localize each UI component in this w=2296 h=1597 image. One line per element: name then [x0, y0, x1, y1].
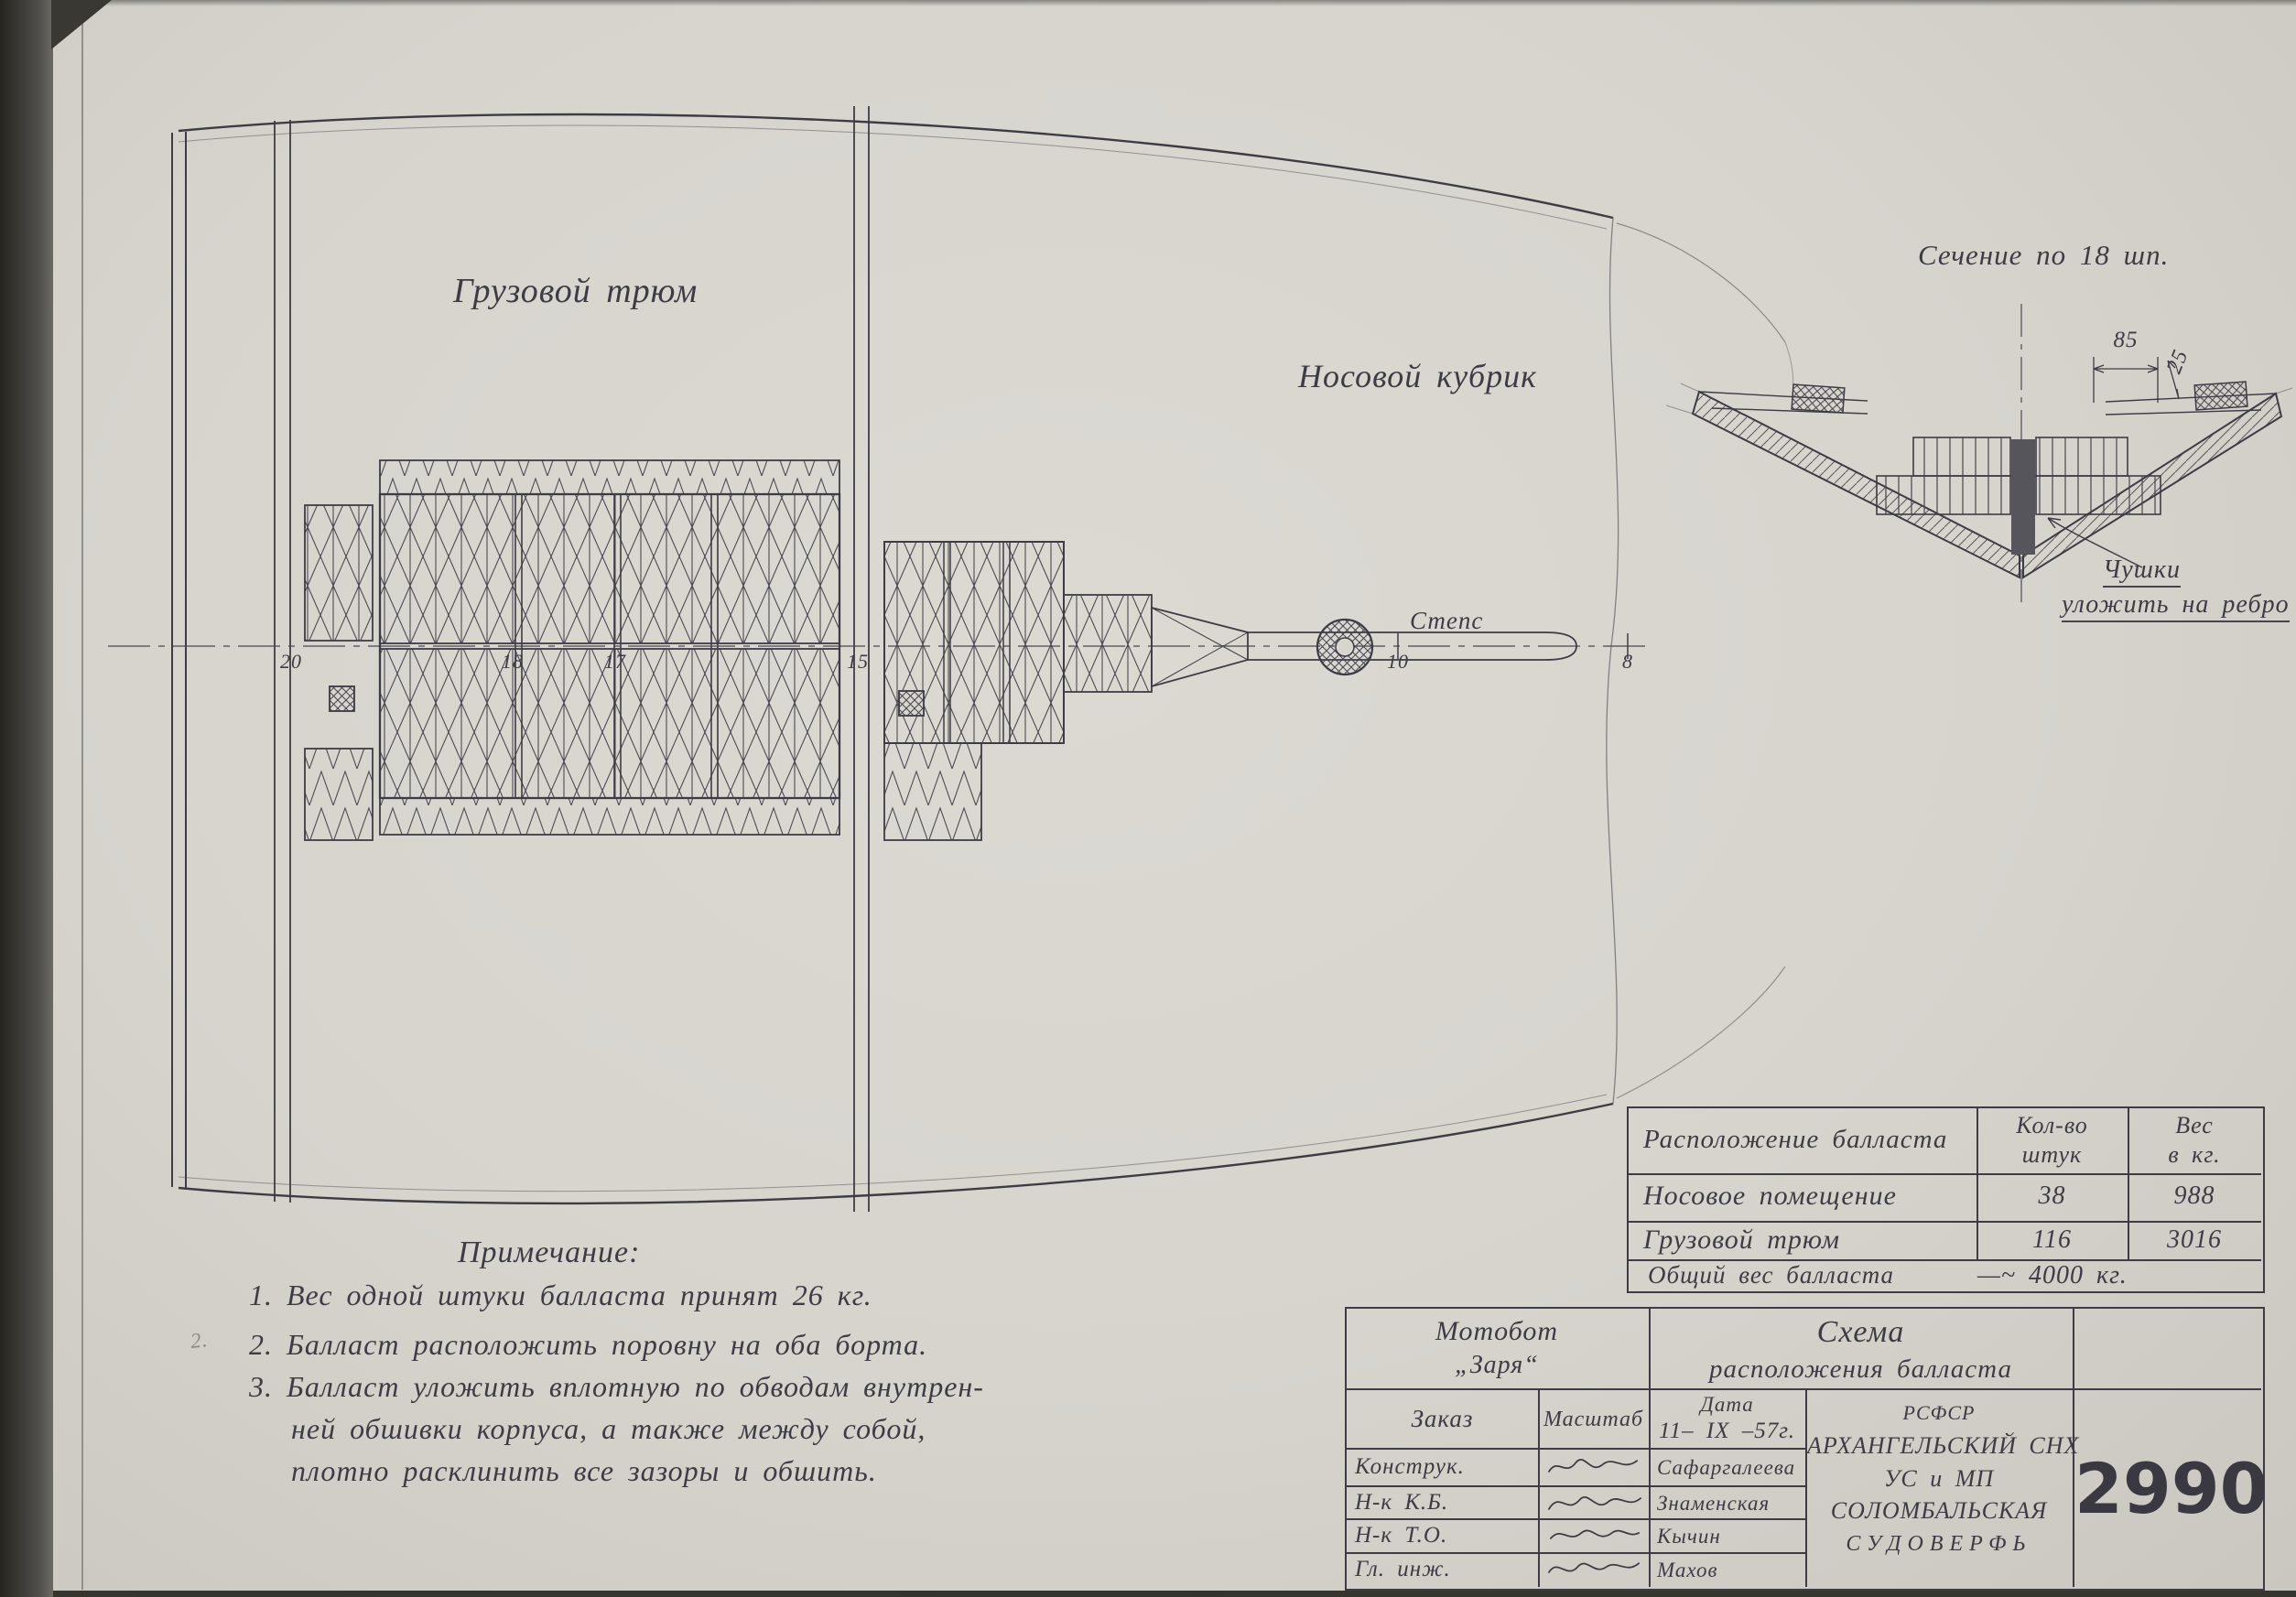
table-row-weight: 3016 — [2167, 1225, 2222, 1254]
dimension-85-label: 85 — [2113, 328, 2139, 352]
table-row-name: Носовое помещение — [1643, 1181, 1897, 1211]
org-line-sovnarkhoz: АРХАНГЕЛЬСКИЙ СНХ — [1807, 1432, 2080, 1459]
signature-scribble — [1548, 1496, 1641, 1510]
org-line-usimp: УС и МП — [1883, 1465, 1995, 1492]
table-header-qty-1: Кол-во — [2016, 1112, 2088, 1138]
role-chief-engineer: Гл. инж. — [1355, 1557, 1451, 1581]
drawing-number: 2990 — [2074, 1448, 2269, 1529]
name-designer: Сафаргалеева — [1657, 1456, 1796, 1479]
org-line-shipyard-1: СОЛОМБАЛЬСКАЯ — [1830, 1497, 2048, 1524]
note-item-1: 1. Вес одной штуки балласта принят 26 кг… — [249, 1279, 872, 1311]
signature-scribble — [1548, 1562, 1640, 1573]
frame-number-8: 8 — [1622, 650, 1633, 673]
order-label: Заказ — [1411, 1405, 1474, 1432]
scan-edge-top — [51, 0, 2296, 6]
pigs-note-line2: уложить на ребро — [2062, 590, 2290, 622]
date-label: Дата — [1700, 1393, 1754, 1416]
name-chief-engineer: Махов — [1657, 1559, 1718, 1581]
frame-number-20: 20 — [280, 650, 302, 673]
notes-title: Примечание: — [458, 1236, 641, 1269]
dimension-85-lines — [2093, 357, 2159, 403]
cargo-hold-ballast-blocks — [378, 459, 841, 836]
table-header-qty-2: штук — [2021, 1141, 2083, 1168]
keelson-and-mast-step — [1151, 606, 1577, 688]
note-item-3b: ней обшивки корпуса, а также между собой… — [291, 1412, 926, 1445]
vessel-name-line1: Мотобот — [1435, 1316, 1559, 1346]
drawing-title-line2: расположения балласта — [1709, 1354, 2012, 1384]
org-line-shipyard-2: СУДОВЕРФЬ — [1846, 1532, 2032, 1556]
frame-number-10: 10 — [1387, 650, 1409, 673]
bow-cabin-ballast-blocks — [883, 541, 1153, 841]
drawing-title-line1: Схема — [1816, 1315, 1905, 1349]
keel-post — [2011, 439, 2035, 555]
hull-plan-view — [171, 106, 1794, 1212]
signature-scribble — [1550, 1529, 1640, 1539]
frame-number-15: 15 — [847, 650, 869, 673]
table-total-value: —~ 4000 кг. — [1977, 1261, 2128, 1289]
role-tech-chief: Н-к Т.О. — [1355, 1523, 1448, 1548]
frame-number-17: 17 — [604, 650, 626, 673]
paper-corner-tear — [51, 0, 112, 49]
pigs-note-line1: Чушки — [2103, 556, 2181, 588]
role-designer: Конструк. — [1355, 1454, 1465, 1479]
table-row-name: Грузовой трюм — [1643, 1225, 1841, 1255]
frame-number-18: 18 — [502, 650, 524, 673]
section-title: Сечение по 18 шп. — [1918, 239, 2170, 271]
date-value: 11– IX –57г. — [1659, 1419, 1795, 1443]
signature-scribble — [1548, 1459, 1639, 1473]
name-tech-chief: Кычин — [1657, 1525, 1721, 1548]
vessel-name-line2: „Заря“ — [1455, 1351, 1539, 1379]
note-item-3a: 3. Балласт уложить вплотную по обводам в… — [249, 1370, 984, 1403]
dimension-25-lines — [2167, 360, 2180, 400]
mast-step-label: Степс — [1410, 607, 1484, 634]
section-view-frame18 — [1665, 304, 2293, 602]
plan-centerline — [108, 633, 1648, 659]
pigs-leader-line — [2047, 517, 2143, 568]
scale-label: Масштаб — [1543, 1408, 1644, 1431]
table-header-weight-1: Вес — [2175, 1112, 2214, 1138]
scan-edge-left — [0, 0, 53, 1597]
note-item-2: 2. Балласт расположить поровну на оба бо… — [249, 1328, 928, 1361]
margin-pencil-mark: 2. — [189, 1328, 210, 1353]
ballast-table-border — [1627, 1106, 2265, 1293]
table-row-qty: 38 — [2038, 1182, 2066, 1210]
table-header-weight-2: в кг. — [2168, 1141, 2221, 1168]
table-total-label: Общий вес балласта — [1648, 1261, 1895, 1289]
table-row-weight: 988 — [2173, 1182, 2215, 1210]
org-line-rsfsr: РСФСР — [1902, 1401, 1976, 1424]
name-bureau-chief: Знаменская — [1657, 1492, 1771, 1515]
note-item-3c: плотно расклинить все зазоры и обшить. — [291, 1454, 877, 1487]
bow-cabin-label: Носовой кубрик — [1298, 358, 1537, 394]
sheet-border-line — [81, 7, 83, 1590]
table-row-qty: 116 — [2032, 1225, 2072, 1254]
aft-ballast-column — [304, 504, 374, 841]
role-bureau-chief: Н-к К.Б. — [1355, 1490, 1449, 1515]
table-header-location: Расположение балласта — [1643, 1125, 1948, 1154]
cargo-hold-label: Грузовой трюм — [453, 272, 699, 310]
